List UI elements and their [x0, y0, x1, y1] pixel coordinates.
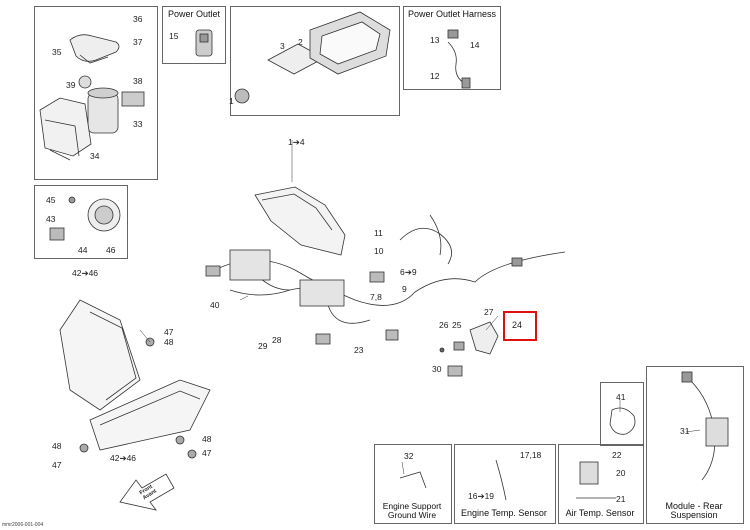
- storage-compartment-parts: [39, 34, 145, 161]
- callout-1-to-4[interactable]: 1➔4: [288, 137, 305, 147]
- callout-41[interactable]: 41: [616, 392, 626, 402]
- callout-48-upper[interactable]: 48: [164, 337, 174, 347]
- storage-parts-frame: [34, 6, 158, 180]
- callout-6-to-9[interactable]: 6➔9: [400, 267, 417, 277]
- callout-36[interactable]: 36: [133, 14, 143, 24]
- callout-20[interactable]: 20: [616, 468, 626, 478]
- callout-39[interactable]: 39: [66, 80, 76, 90]
- callout-48-right-top[interactable]: 48: [202, 434, 212, 444]
- callout-33[interactable]: 33: [133, 119, 143, 129]
- callout-1[interactable]: 1: [229, 96, 234, 106]
- power-outlet-harness-part: [447, 29, 471, 89]
- callout-28[interactable]: 28: [272, 335, 282, 345]
- callout-43[interactable]: 43: [46, 214, 56, 224]
- gauge-parts: [234, 11, 391, 104]
- callout-37[interactable]: 37: [133, 37, 143, 47]
- cluster-housing: [254, 186, 346, 256]
- callout-47-upper[interactable]: 47: [164, 327, 174, 337]
- front-arrow: [119, 473, 175, 511]
- callout-10[interactable]: 10: [374, 246, 384, 256]
- engine-support-frame: [374, 444, 452, 524]
- leader-lines: [139, 140, 701, 475]
- power-outlet-frame: [162, 6, 226, 64]
- callout-13[interactable]: 13: [430, 35, 440, 45]
- callout-25[interactable]: 25: [452, 320, 462, 330]
- callout-11[interactable]: 11: [374, 228, 383, 238]
- callout-22[interactable]: 22: [612, 450, 622, 460]
- headlight-bulb-frame: [34, 185, 128, 259]
- callout-44[interactable]: 44: [78, 245, 88, 255]
- rear-suspension-module: [609, 371, 729, 481]
- engine-temp-title: Engine Temp. Sensor: [461, 508, 547, 518]
- callout-21[interactable]: 21: [616, 494, 626, 504]
- headlight-bulb-parts: [49, 196, 121, 241]
- callout-30[interactable]: 30: [432, 364, 442, 374]
- power-outlet-harness-title: Power Outlet Harness: [407, 9, 497, 19]
- callout-45[interactable]: 45: [46, 195, 56, 205]
- rear-suspension-title: Module - Rear Suspension: [665, 501, 723, 520]
- engine-temp-frame: [454, 444, 556, 524]
- callout-32[interactable]: 32: [404, 451, 414, 461]
- figure-id: mmr2006-001-004: [2, 522, 44, 528]
- bracket-parts: [439, 321, 499, 377]
- gauge-parts-frame: [230, 6, 400, 116]
- air-box-frame: [600, 382, 644, 446]
- callout-12[interactable]: 12: [430, 71, 440, 81]
- air-temp-title: Air Temp. Sensor: [565, 508, 635, 518]
- power-outlet-part: [195, 29, 213, 57]
- callout-46[interactable]: 46: [106, 245, 116, 255]
- sensor-parts: [399, 459, 616, 501]
- callout-15[interactable]: 15: [169, 31, 179, 41]
- callout-29[interactable]: 29: [258, 341, 268, 351]
- callout-16-to-19[interactable]: 16➔19: [468, 491, 495, 501]
- callout-38[interactable]: 38: [133, 76, 143, 86]
- rear-suspension-frame: [646, 366, 744, 524]
- callout-40[interactable]: 40: [210, 300, 220, 310]
- callout-23[interactable]: 23: [354, 345, 364, 355]
- main-wiring-harness: [205, 214, 566, 345]
- callout-47-left[interactable]: 47: [52, 460, 62, 470]
- highlight-part-24: [503, 311, 537, 341]
- callout-48-left[interactable]: 48: [52, 441, 62, 451]
- callout-31[interactable]: 31: [680, 426, 690, 436]
- callout-24[interactable]: 24: [512, 320, 523, 330]
- power-outlet-harness-frame: [403, 6, 501, 90]
- callout-9[interactable]: 9: [402, 284, 407, 294]
- callout-42-to-46-bottom[interactable]: 42➔46: [110, 453, 137, 463]
- air-temp-frame: [558, 444, 644, 524]
- callout-3[interactable]: 3: [280, 41, 285, 51]
- headlight-assembly: [59, 299, 211, 459]
- callout-27[interactable]: 27: [484, 307, 494, 317]
- callout-14[interactable]: 14: [470, 40, 480, 50]
- callout-34[interactable]: 34: [90, 151, 100, 161]
- callout-26[interactable]: 26: [439, 320, 449, 330]
- engine-support-title: Engine Support Ground Wire: [382, 501, 442, 520]
- power-outlet-title: Power Outlet: [167, 9, 221, 19]
- callout-35[interactable]: 35: [52, 47, 62, 57]
- callout-47-right[interactable]: 47: [202, 448, 212, 458]
- callout-42-to-46-top[interactable]: 42➔46: [72, 268, 99, 278]
- callout-17-18[interactable]: 17,18: [520, 450, 542, 460]
- callout-7-8[interactable]: 7,8: [370, 292, 382, 302]
- callout-2[interactable]: 2: [298, 37, 303, 47]
